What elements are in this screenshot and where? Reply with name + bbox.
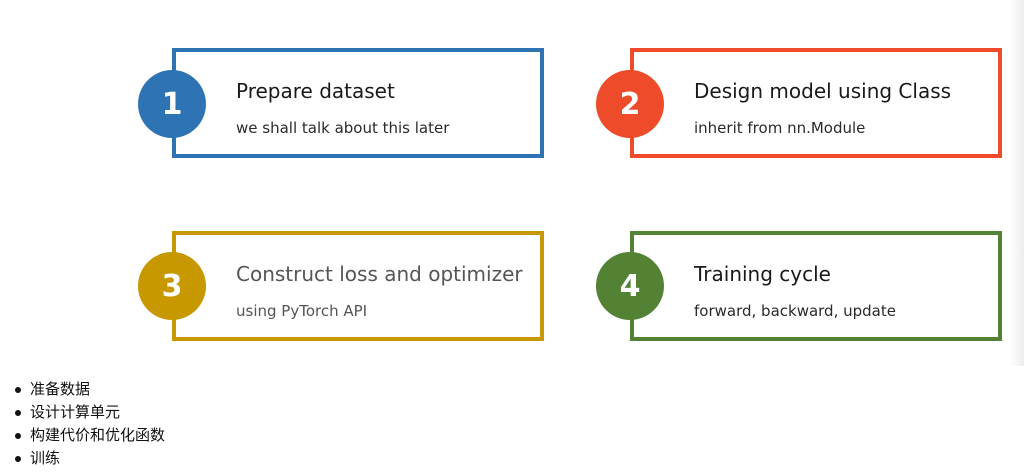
bullet-list: 准备数据 设计计算单元 构建代价和优化函数 训练 bbox=[14, 378, 165, 470]
bullet-text: 训练 bbox=[30, 449, 61, 467]
bullet-dot-icon bbox=[15, 433, 21, 439]
step-2-box: Design model using Class inherit from nn… bbox=[630, 48, 1002, 158]
step-4-subtitle: forward, backward, update bbox=[694, 302, 896, 320]
bullet-item-prepare-data: 准备数据 bbox=[14, 378, 165, 401]
bullet-dot-icon bbox=[15, 387, 21, 393]
step-1-number-badge: 1 bbox=[138, 70, 206, 138]
step-4-box: Training cycle forward, backward, update bbox=[630, 231, 1002, 341]
step-3-box: Construct loss and optimizer using PyTor… bbox=[172, 231, 544, 341]
step-3-number-badge: 3 bbox=[138, 252, 206, 320]
bullet-dot-icon bbox=[15, 410, 21, 416]
step-3-title: Construct loss and optimizer bbox=[236, 262, 523, 286]
step-2-number-badge: 2 bbox=[596, 70, 664, 138]
step-2-title: Design model using Class bbox=[694, 79, 952, 103]
bullet-item-loss-optimizer: 构建代价和优化函数 bbox=[14, 424, 165, 447]
step-1-subtitle: we shall talk about this later bbox=[236, 119, 450, 137]
bullet-dot-icon bbox=[15, 456, 21, 462]
bullet-item-training: 训练 bbox=[14, 447, 165, 470]
step-4-title: Training cycle bbox=[694, 262, 831, 286]
bullet-text: 设计计算单元 bbox=[30, 403, 121, 421]
step-3-subtitle: using PyTorch API bbox=[236, 302, 368, 320]
page-edge-shadow bbox=[1010, 0, 1024, 366]
bullet-text: 构建代价和优化函数 bbox=[30, 426, 166, 444]
step-4-number-badge: 4 bbox=[596, 252, 664, 320]
step-1-box: Prepare dataset we shall talk about this… bbox=[172, 48, 544, 158]
bullet-text: 准备数据 bbox=[30, 380, 91, 398]
step-2-subtitle: inherit from nn.Module bbox=[694, 119, 866, 137]
bullet-item-design-unit: 设计计算单元 bbox=[14, 401, 165, 424]
step-1-title: Prepare dataset bbox=[236, 79, 395, 103]
